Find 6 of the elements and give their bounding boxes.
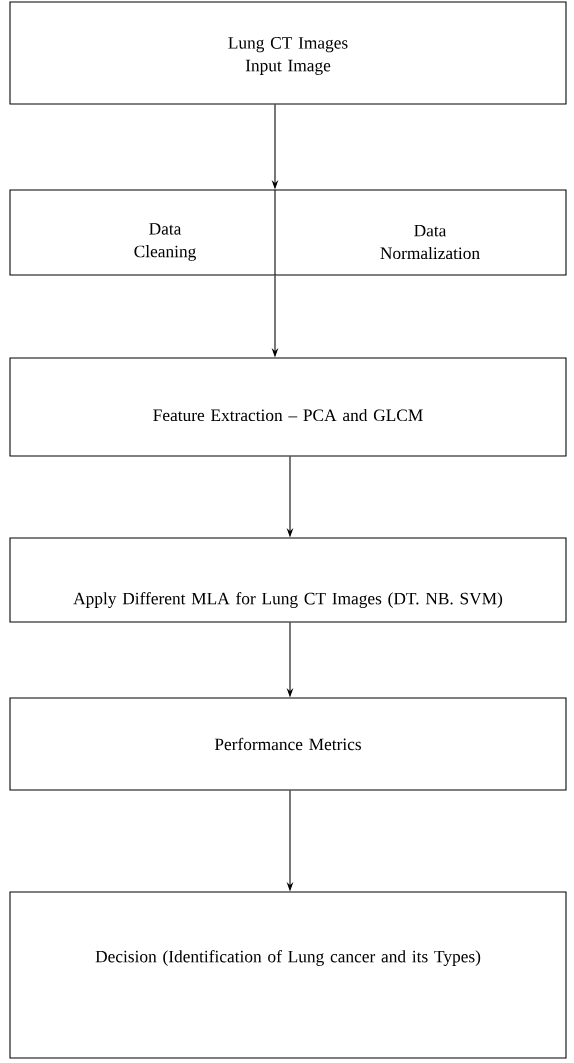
- process-box: Data Cleaning Data Normalization: [9, 189, 567, 276]
- process-box: Decision (Identification of Lung cancer and its Types): [9, 891, 567, 1059]
- process-box: Performance Metrics: [9, 697, 567, 791]
- process-box: Apply Different MLA for Lung CT Images (DT. NB. SVM): [9, 537, 567, 623]
- process-box: Lung CT Images Input Image: [9, 1, 567, 105]
- process-box: Feature Extraction – PCA and GLCM: [9, 357, 567, 457]
